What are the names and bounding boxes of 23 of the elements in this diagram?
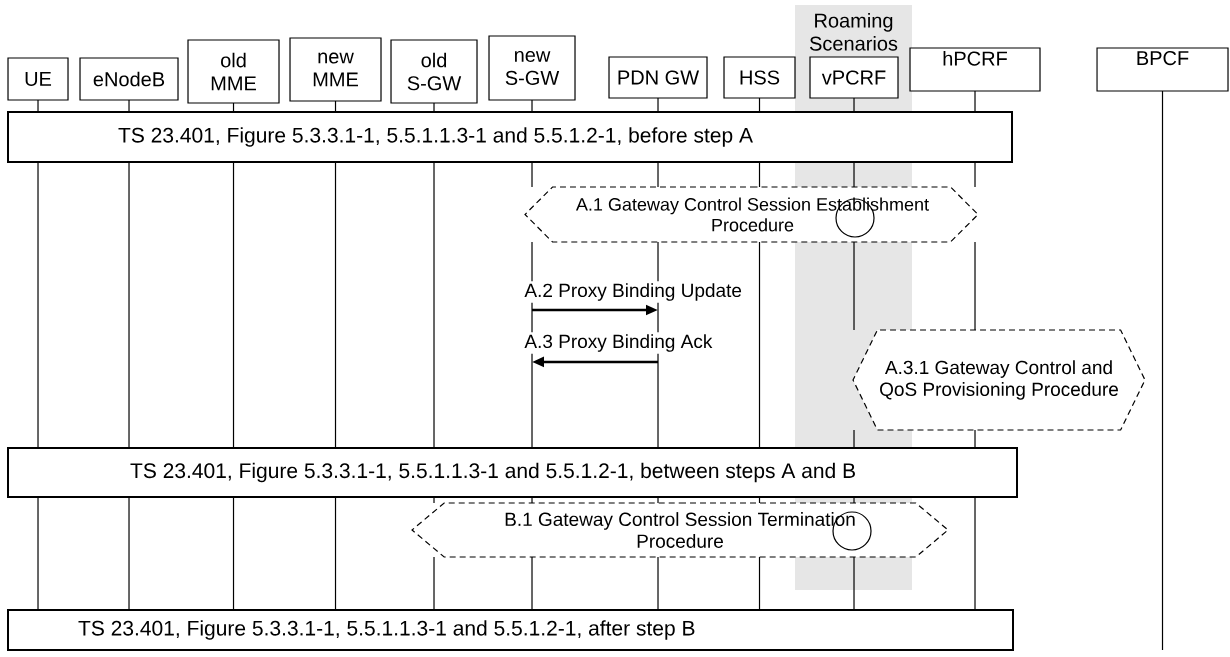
participant-box: eNodeB [79,57,179,101]
edge-label: A.2 Proxy Binding Update [522,281,744,303]
participant-box: hPCRF [909,47,1041,92]
lifeline [128,99,130,611]
reference-bar: TS 23.401, Figure 5.3.3.1-1, 5.5.1.1.3-1 and 5.5.1.2-1, between steps A and B [7,447,1018,498]
procedure-hexagon: A.3.1 Gateway Control and QoS Provisioning Procedure [852,329,1146,431]
lifeline [1161,90,1164,651]
participant-box: HSS [723,56,796,99]
participant-box: old S-GW [390,39,478,104]
participant-box: vPCRF [809,56,899,99]
lifeline [853,97,855,611]
reference-bar: TS 23.401, Figure 5.3.3.1-1, 5.5.1.1.3-1 and 5.5.1.2-1, after step B [7,609,1014,651]
participant-box: UE [7,57,69,101]
participant-box: BPCF [1096,47,1229,92]
edge-label: A.3 Proxy Binding Ack [522,332,715,354]
lifeline [433,102,435,611]
participant-box: new MME [289,37,382,102]
lifeline [37,99,39,611]
lifeline [974,90,976,611]
reference-bar: TS 23.401, Figure 5.3.3.1-1, 5.5.1.1.3-1 and 5.5.1.2-1, before step A [7,111,1013,163]
participant-box: old MME [187,39,280,104]
participant-box: new S-GW [488,35,576,101]
participant-box: PDN GW [608,56,708,99]
